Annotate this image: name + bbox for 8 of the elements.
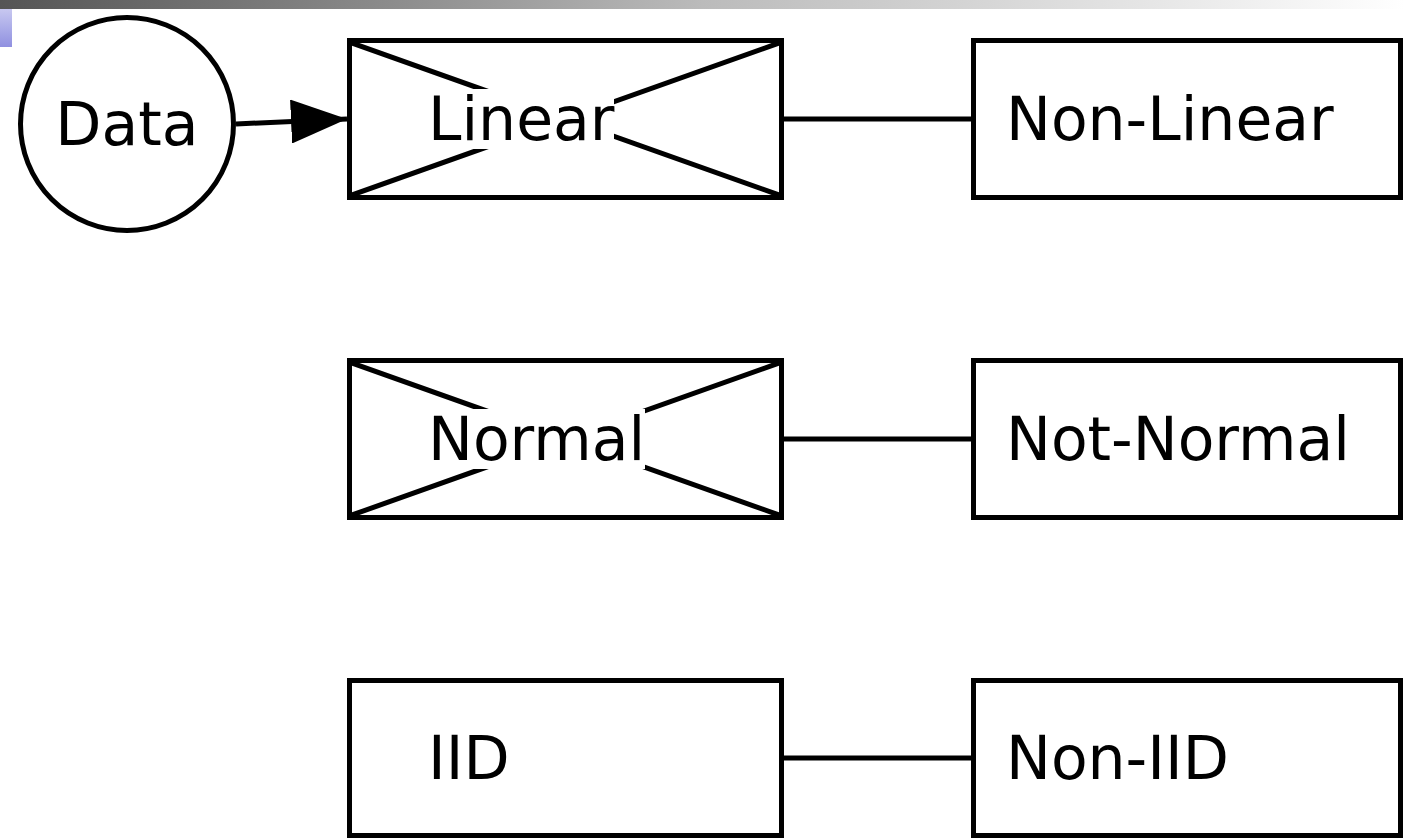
process-box bbox=[347, 678, 784, 838]
process-box bbox=[971, 358, 1403, 520]
arrow bbox=[235, 99, 348, 144]
connector-line bbox=[784, 436, 971, 442]
process-box bbox=[971, 678, 1403, 838]
connector-line bbox=[784, 755, 971, 761]
process-box bbox=[971, 38, 1403, 200]
connector-line bbox=[784, 116, 971, 122]
